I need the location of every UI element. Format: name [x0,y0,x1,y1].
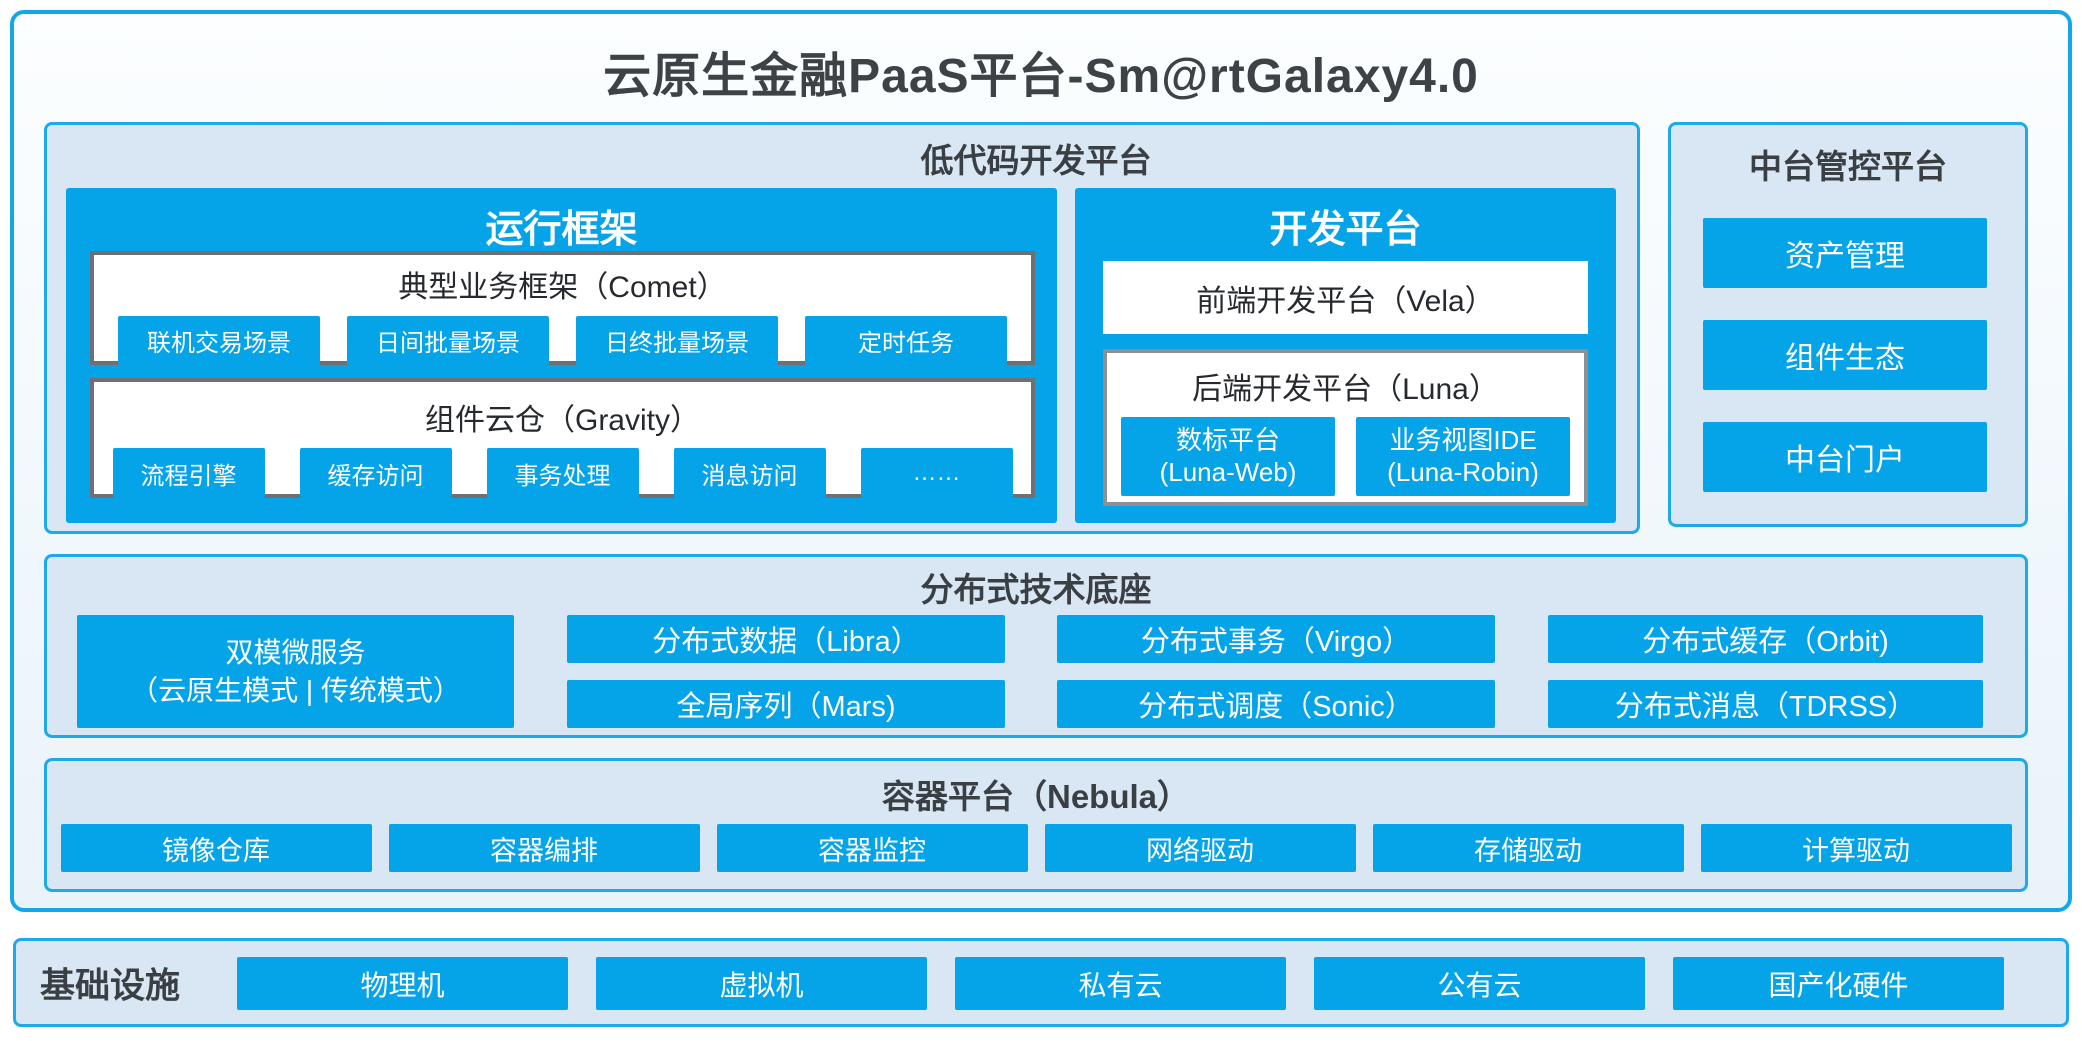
infra-item-domestic-hardware: 国产化硬件 [1673,957,2004,1010]
vela-label: 前端开发平台（Vela） [1196,284,1495,318]
dist-item-message-tdrss: 分布式消息（TDRSS） [1548,680,1983,728]
lowcode-platform-label: 低代码开发平台 [920,142,1152,179]
nebula-item-network-driver: 网络驱动 [1044,824,1356,872]
infra-item-physical-machine: 物理机 [237,957,568,1010]
nebula-item-image-registry: 镜像仓库 [60,824,372,872]
infrastructure-items-row: 物理机 虚拟机 私有云 公有云 国产化硬件 [237,957,2004,1010]
comet-item-endofday-batch: 日终批量场景 [576,316,778,365]
comet-items-row: 联机交易场景 日间批量场景 日终批量场景 定时任务 [94,316,1031,365]
midp-item-portal: 中台门户 [1703,422,1987,492]
dual-mode-microservice-box: 双模微服务 （云原生模式 | 传统模式） [77,615,514,728]
distributed-base-panel: 分布式技术底座 双模微服务 （云原生模式 | 传统模式） 分布式数据（Libra… [44,554,2028,738]
gravity-title: 组件云仓（Gravity） [424,404,700,437]
infra-item-public-cloud: 公有云 [1314,957,1645,1010]
luna-backend-box: 后端开发平台（Luna） 数标平台 (Luna-Web) 业务视图IDE (Lu… [1103,349,1588,506]
comet-business-frame-box: 典型业务框架（Comet） 联机交易场景 日间批量场景 日终批量场景 定时任务 [90,251,1035,365]
infra-item-virtual-machine: 虚拟机 [596,957,927,1010]
nebula-item-compute-driver: 计算驱动 [1700,824,2012,872]
luna-robin-code: (Luna-Robin) [1387,456,1539,487]
luna-web-name: 数标平台 [1175,424,1280,455]
main-container: 云原生金融PaaS平台-Sm@rtGalaxy4.0 低代码开发平台 运行框架 … [10,10,2072,912]
dist-item-transaction-virgo: 分布式事务（Virgo） [1057,615,1495,663]
luna-title: 后端开发平台（Luna） [1192,373,1499,406]
gravity-item-more: …… [860,448,1013,498]
container-platform-label: 容器平台（Nebula） [881,778,1191,815]
gravity-item-process-engine: 流程引擎 [112,448,265,498]
gravity-component-box: 组件云仓（Gravity） 流程引擎 缓存访问 事务处理 消息访问 …… [90,378,1035,498]
nebula-item-orchestration: 容器编排 [388,824,700,872]
lowcode-platform-panel: 低代码开发平台 运行框架 典型业务框架（Comet） 联机交易场景 日间批量场景… [44,122,1640,534]
runtime-framework-title: 运行框架 [485,209,638,251]
dev-platform-title: 开发平台 [1269,209,1422,251]
dist-item-sequence-mars: 全局序列（Mars) [567,680,1005,728]
distributed-base-label: 分布式技术底座 [920,571,1152,608]
dev-platform-box: 开发平台 前端开发平台（Vela） 后端开发平台（Luna） 数标平台 (Lun… [1075,188,1616,523]
vela-frontend-box: 前端开发平台（Vela） [1103,261,1588,334]
infrastructure-label: 基础设施 [40,966,181,1005]
dist-item-cache-orbit: 分布式缓存（Orbit) [1548,615,1983,663]
dist-item-scheduling-sonic: 分布式调度（Sonic） [1057,680,1495,728]
runtime-framework-box: 运行框架 典型业务框架（Comet） 联机交易场景 日间批量场景 日终批量场景 … [66,188,1057,523]
nebula-item-storage-driver: 存储驱动 [1372,824,1684,872]
comet-item-online-trading: 联机交易场景 [118,316,320,365]
comet-item-scheduled-task: 定时任务 [805,316,1007,365]
luna-item-web: 数标平台 (Luna-Web) [1121,417,1335,496]
midp-item-asset-management: 资产管理 [1703,218,1987,288]
gravity-items-row: 流程引擎 缓存访问 事务处理 消息访问 …… [94,448,1031,498]
dual-mode-line2: （云原生模式 | 传统模式） [130,674,461,706]
dist-item-data-libra: 分布式数据（Libra） [567,615,1005,663]
infrastructure-panel: 基础设施 物理机 虚拟机 私有云 公有云 国产化硬件 [13,938,2069,1027]
dual-mode-line1: 双模微服务 [225,636,366,668]
container-items-row: 镜像仓库 容器编排 容器监控 网络驱动 存储驱动 计算驱动 [47,824,2025,872]
gravity-item-message-access: 消息访问 [673,448,826,498]
luna-web-code: (Luna-Web) [1159,456,1297,487]
mid-platform-label: 中台管控平台 [1749,148,1947,185]
infra-item-private-cloud: 私有云 [955,957,1286,1010]
nebula-item-monitoring: 容器监控 [716,824,1028,872]
luna-items-row: 数标平台 (Luna-Web) 业务视图IDE (Luna-Robin) [1107,417,1584,496]
page-title: 云原生金融PaaS平台-Sm@rtGalaxy4.0 [603,50,1479,103]
luna-item-robin: 业务视图IDE (Luna-Robin) [1356,417,1570,496]
comet-item-daytime-batch: 日间批量场景 [347,316,549,365]
gravity-item-transaction: 事务处理 [486,448,639,498]
gravity-item-cache-access: 缓存访问 [299,448,452,498]
comet-title: 典型业务框架（Comet） [398,271,727,304]
container-platform-panel: 容器平台（Nebula） 镜像仓库 容器编排 容器监控 网络驱动 存储驱动 计算… [44,758,2028,892]
midp-item-component-ecosystem: 组件生态 [1703,320,1987,390]
mid-platform-panel: 中台管控平台 资产管理 组件生态 中台门户 [1668,122,2028,527]
luna-robin-name: 业务视图IDE [1389,424,1537,455]
